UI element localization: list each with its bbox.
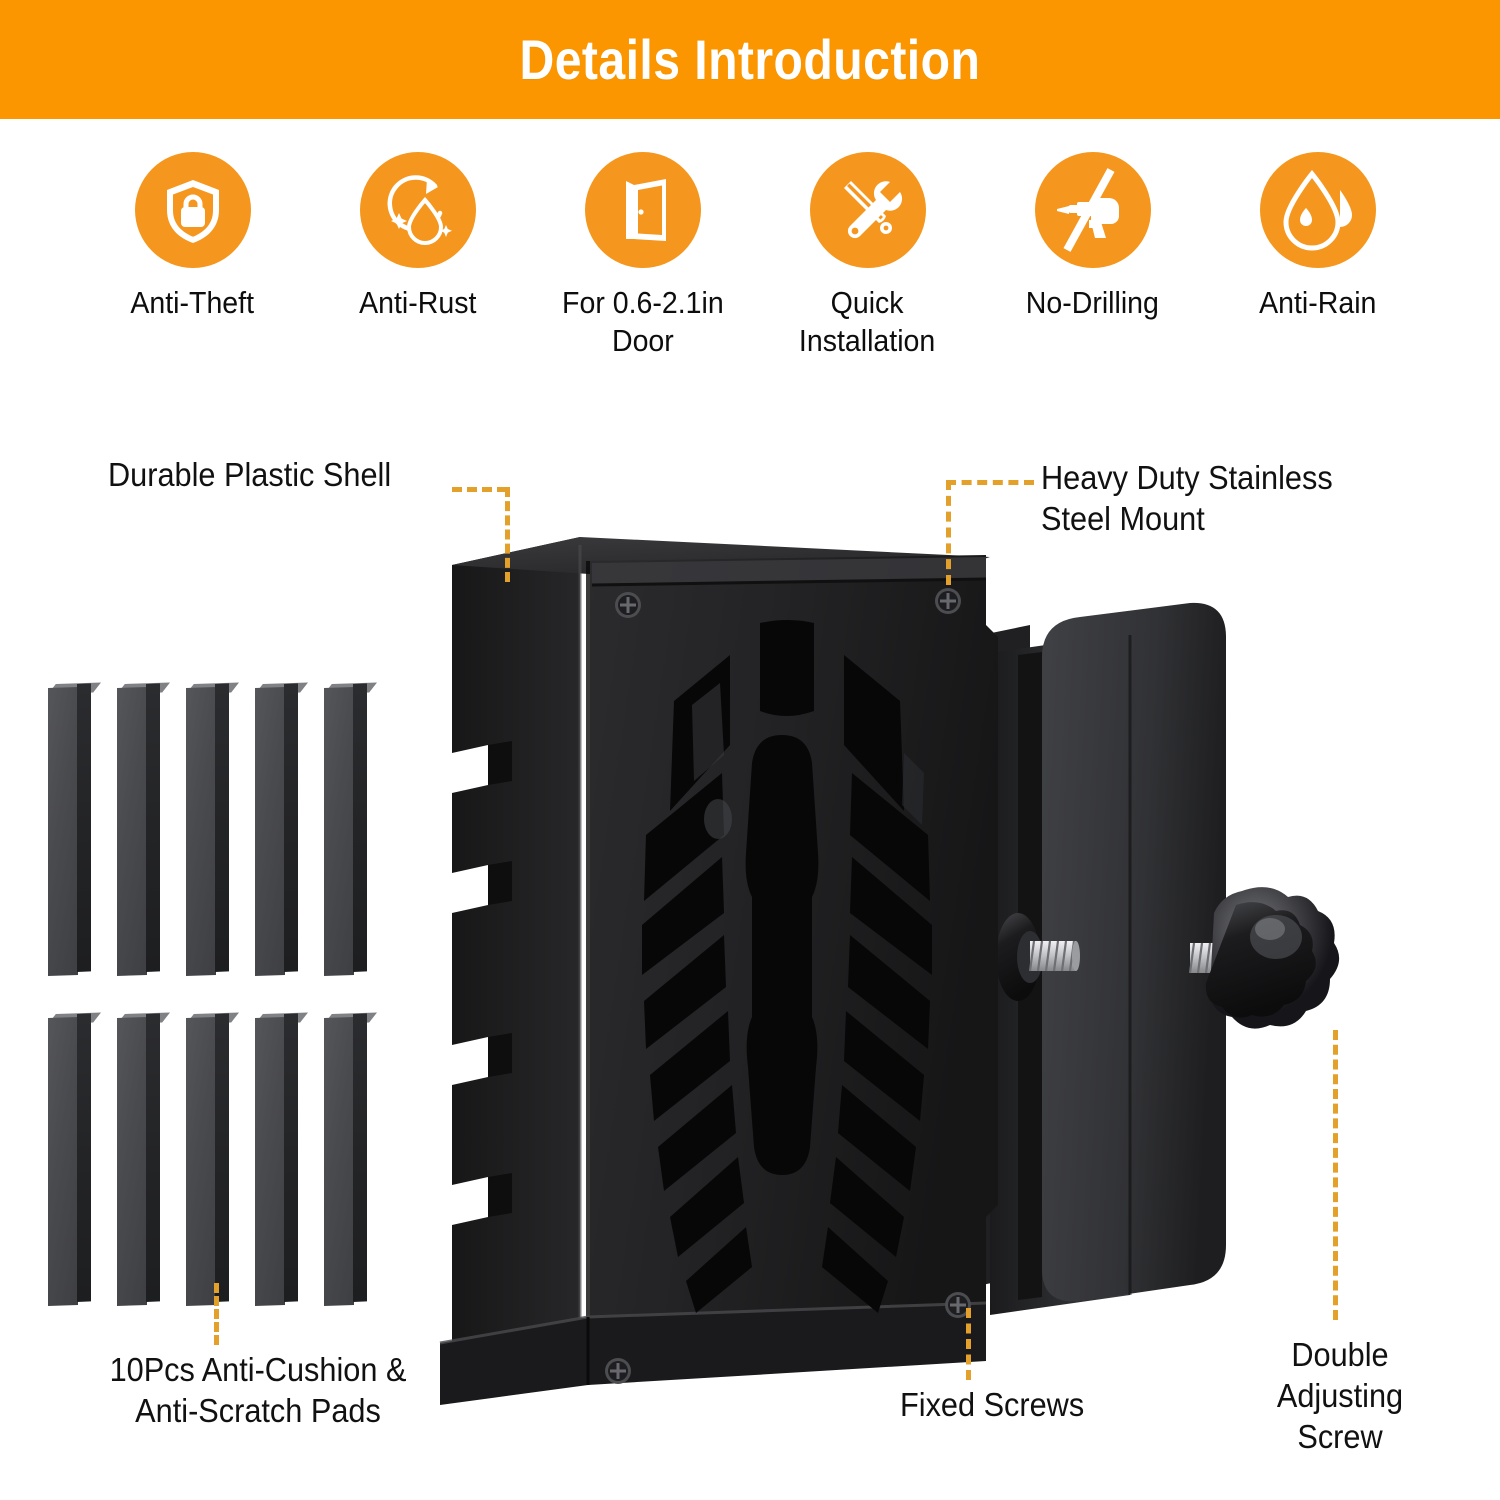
no-drill-icon [1034,152,1151,268]
leader-line-pads-v [214,1283,219,1345]
feature-label: Quick Installation [799,285,936,358]
callout-durable-plastic-shell: Durable Plastic Shell [108,456,392,493]
callout-anti-cushion-pads: 10Pcs Anti-Cushion & Anti-Scratch Pads [109,1351,407,1429]
feature-anti-theft: Anti-Theft [95,152,290,322]
foam-pad [48,682,102,976]
foam-pad [117,682,171,976]
product-image [430,505,1440,1455]
feature-label: For 0.6-2.1in Door [561,285,724,358]
callout-heavy-duty-mount: Heavy Duty Stainless Steel Mount [1041,459,1333,537]
feature-door-size: For 0.6-2.1in Door [545,152,740,360]
foam-pad [186,682,240,976]
feature-no-drilling: No-Drilling [995,152,1190,322]
fixed-screw [615,592,641,618]
leader-line-double-screw-v [1333,1030,1338,1320]
durable-plastic-shell [439,537,998,1405]
feature-label: No-Drilling [1025,285,1160,320]
feature-label: Anti-Rain [1258,285,1377,320]
feature-label: Anti-Rust [358,285,477,320]
rain-drop-icon [1259,152,1376,268]
leader-line-shell-v [505,487,510,582]
fixed-screw [605,1358,631,1384]
foam-pad [48,1012,102,1306]
foam-pad [255,1012,309,1306]
page-title: Details Introduction [519,28,981,91]
foam-pad [117,1012,171,1306]
feature-anti-rust: Anti-Rust [320,152,515,322]
anti-scratch-pads-group [48,672,438,1306]
feature-label: Anti-Theft [130,285,255,320]
callout-double-adjusting-screw: Double Adjusting Screw [1276,1336,1404,1455]
door-icon [584,152,701,268]
foam-pad [255,682,309,976]
shield-lock-icon [134,152,251,268]
feature-icon-row: Anti-Theft Anti-Rust For 0.6-2.1in Door [95,152,1415,402]
leader-line-mount-v [946,480,951,585]
header-banner: Details Introduction [0,0,1500,119]
wrench-screwdriver-icon [809,152,926,268]
foam-pad [324,682,378,976]
feature-quick-installation: Quick Installation [770,152,965,360]
leader-line-fixed-screws-v [966,1308,971,1380]
foam-pad [186,1012,240,1306]
fixed-screw [945,1292,971,1318]
feature-anti-rain: Anti-Rain [1220,152,1415,322]
fixed-screw [935,588,961,614]
callout-fixed-screws: Fixed Screws [900,1386,1085,1423]
double-adjusting-screw [1188,887,1340,1029]
water-drop-refresh-icon [359,152,476,268]
adjusting-screw-inner [996,913,1080,1001]
leader-line-shell-h [452,487,507,492]
foam-pad [324,1012,378,1306]
leader-line-mount-h [946,480,1034,485]
